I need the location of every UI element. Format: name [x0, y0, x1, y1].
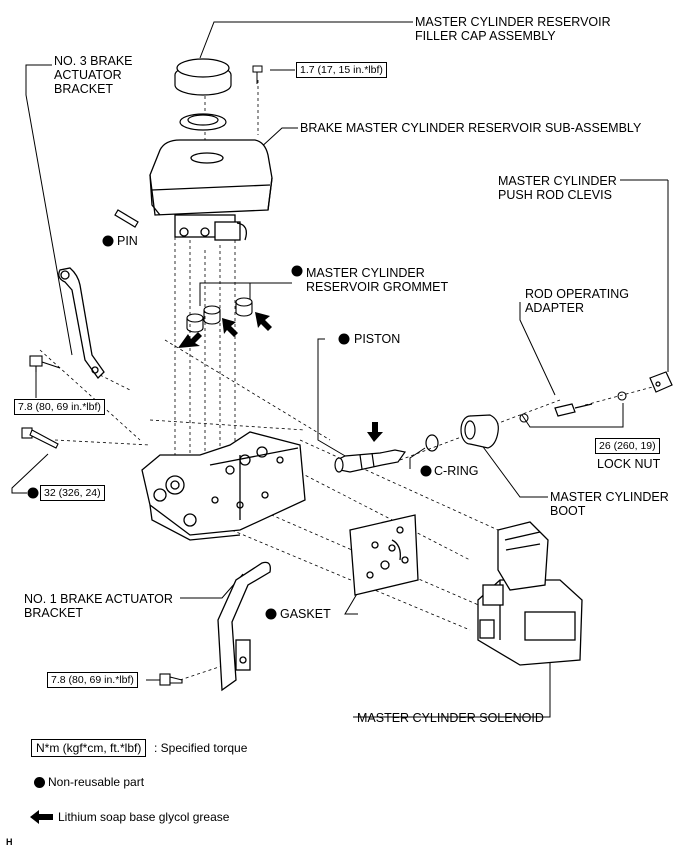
grease-arrow-icon — [30, 810, 53, 824]
piston-part — [334, 449, 407, 473]
c-ring-label: C-RING — [434, 464, 479, 478]
rod-adapter-label-2: ADAPTER — [525, 301, 585, 315]
rod-adapter-part — [554, 403, 593, 417]
cap-screw — [252, 65, 263, 84]
reservoir-sub-label: BRAKE MASTER CYLINDER RESERVOIR SUB-ASSE… — [300, 121, 642, 135]
legend-torque-unit: N*m (kgf*cm, ft.*lbf) — [31, 739, 147, 757]
solenoid-part — [477, 521, 583, 666]
pin-part — [114, 209, 139, 228]
no3-bracket-label-1: NO. 3 BRAKE — [54, 54, 133, 68]
torque-cap-bolt: 1.7 (17, 15 in.*lbf) — [296, 62, 387, 78]
gasket-dot — [265, 608, 277, 620]
bolt-no1 — [159, 673, 183, 686]
piston-label: PISTON — [354, 332, 401, 346]
non-reusable-dot-icon — [34, 777, 45, 788]
lock-nut-label: LOCK NUT — [597, 457, 661, 471]
cap-seal — [179, 113, 227, 131]
main-bolt-dot — [27, 487, 39, 499]
no3-bracket-label-2: ACTUATOR — [54, 68, 122, 82]
push-rod-clevis-part — [649, 371, 673, 393]
pin-label: PIN — [117, 234, 138, 248]
legend-non-reusable: Non-reusable part — [48, 775, 145, 789]
grommet-dot — [291, 265, 303, 277]
torque-lock-nut: 26 (260, 19) — [595, 438, 660, 454]
rod-adapter-label-1: ROD OPERATING — [525, 287, 629, 301]
lock-nut-part — [519, 391, 627, 423]
torque-no1-bolt: 7.8 (80, 69 in.*lbf) — [47, 672, 138, 688]
grommet-label-2: RESERVOIR GROMMET — [306, 280, 449, 294]
grommet-label-1: MASTER CYLINDER — [306, 266, 425, 280]
torque-no3-bolt: 7.8 (80, 69 in.*lbf) — [14, 399, 105, 415]
gasket-label: GASKET — [280, 607, 331, 621]
no1-bracket-label-1: NO. 1 BRAKE ACTUATOR — [24, 592, 173, 606]
boot-part — [460, 414, 499, 449]
torque-main-bolt: 32 (326, 24) — [40, 485, 105, 501]
bolt-main — [21, 427, 59, 449]
cring-dot — [420, 465, 432, 477]
c-ring-part — [425, 434, 439, 452]
solenoid-label: MASTER CYLINDER SOLENOID — [357, 711, 544, 725]
push-rod-label-2: PUSH ROD CLEVIS — [498, 188, 612, 202]
no3-bracket-label-3: BRACKET — [54, 82, 114, 96]
no1-bracket-part — [217, 561, 271, 692]
bolt-no3 — [29, 355, 61, 372]
filler-cap-label-1: MASTER CYLINDER RESERVOIR — [415, 15, 611, 29]
no3-bracket-part — [58, 267, 105, 379]
legend-grease: Lithium soap base glycol grease — [58, 810, 230, 824]
no1-bracket-label-2: BRACKET — [24, 606, 84, 620]
boot-label-1: MASTER CYLINDER — [550, 490, 669, 504]
reservoir-tank — [149, 139, 273, 241]
grommets — [186, 297, 253, 333]
corner-mark: H — [6, 837, 13, 847]
pin-dot — [102, 235, 114, 247]
master-cylinder-body — [141, 431, 306, 541]
filler-cap — [174, 58, 232, 96]
legend-torque-desc: : Specified torque — [154, 741, 248, 755]
piston-dot — [338, 333, 350, 345]
boot-label-2: BOOT — [550, 504, 586, 518]
gasket-part — [349, 514, 419, 596]
grease-arrows — [178, 312, 383, 442]
push-rod-label-1: MASTER CYLINDER — [498, 174, 617, 188]
filler-cap-label-2: FILLER CAP ASSEMBLY — [415, 29, 556, 43]
